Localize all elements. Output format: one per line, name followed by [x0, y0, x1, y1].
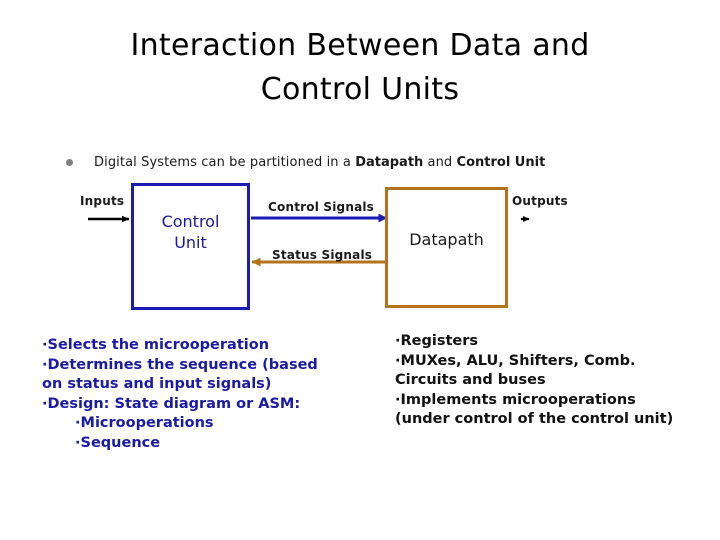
lead-bullet-row: Digital Systems can be partitioned in a … [66, 152, 666, 172]
notes-left-line-4: ·Design: State diagram or ASM: [42, 395, 301, 412]
datapath-label: Datapath [409, 230, 484, 249]
notes-right-line-5: (under control of the control unit) [395, 411, 674, 427]
datapath-notes: ·Registers ·MUXes, ALU, Shifters, Comb. … [395, 332, 685, 430]
notes-left-line-3: on status and input signals) [42, 376, 272, 392]
page-title: Interaction Between Data and Control Uni… [40, 24, 680, 112]
notes-left-sub-line-1: ·Microoperations [75, 415, 214, 431]
control-unit-notes: ·Selects the microoperation ·Determines … [42, 336, 342, 453]
bullet-dot-icon [66, 158, 73, 166]
title-line-2: Control Units [260, 72, 460, 107]
control-signals-label: Control Signals [268, 200, 375, 214]
notes-right-line-3: Circuits and buses [395, 372, 546, 388]
notes-right-line-4: ·Implements microoperations [395, 391, 636, 408]
lead-bullet-bold-datapath: Datapath [355, 154, 424, 170]
lead-bullet-prefix: Digital Systems can be partitioned in a [94, 154, 356, 170]
datapath-box[interactable]: Datapath [385, 187, 508, 308]
control-unit-label-line-2: Unit [174, 233, 207, 252]
lead-bullet-bold-control-unit: Control Unit [456, 154, 546, 170]
outputs-label: Outputs [512, 194, 568, 208]
lead-bullet-text: Digital Systems can be partitioned in a … [94, 155, 545, 170]
notes-left-line-1: ·Selects the microoperation [42, 337, 270, 353]
notes-left-sub-line-2: ·Sequence [75, 434, 161, 451]
title-line-1: Interaction Between Data and [130, 28, 590, 63]
status-signals-label: Status Signals [272, 248, 373, 262]
lead-bullet-middle: and [423, 154, 457, 170]
notes-right-line-2: ·MUXes, ALU, Shifters, Comb. [395, 352, 636, 369]
notes-left-line-2: ·Determines the sequence (based [42, 356, 318, 373]
control-unit-label-line-1: Control [161, 212, 220, 231]
inputs-label: Inputs [80, 194, 125, 208]
notes-right-line-1: ·Registers [395, 333, 479, 349]
